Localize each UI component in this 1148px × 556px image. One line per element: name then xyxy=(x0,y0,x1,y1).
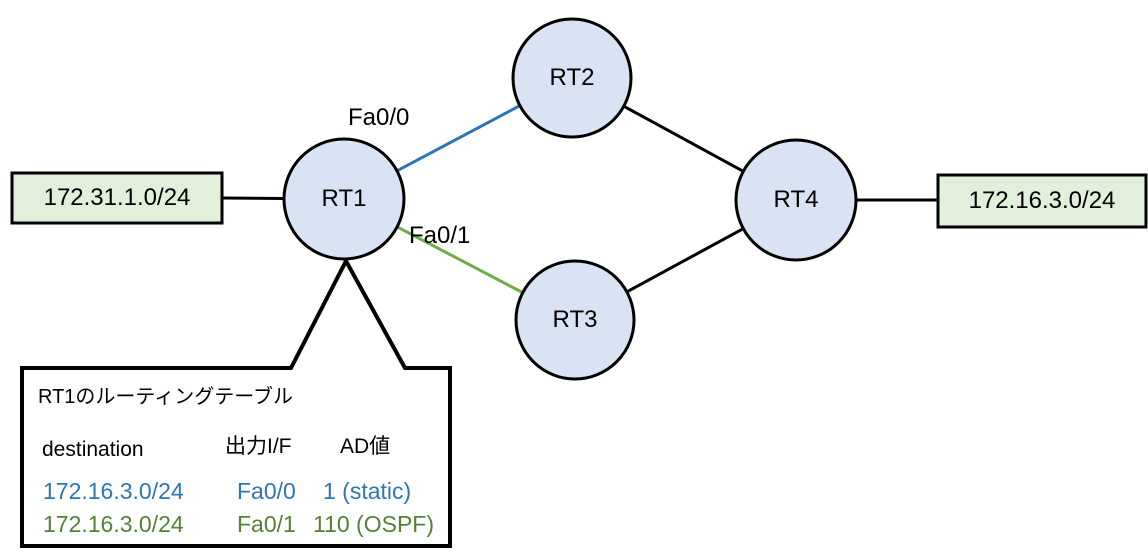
routing-table-header-interface: 出力I/F xyxy=(225,435,292,458)
router-node-rt3 xyxy=(514,259,636,381)
router-label-rt2: RT2 xyxy=(549,64,595,91)
network-left-label: 172.31.1.0/24 xyxy=(43,184,191,211)
interface-label-fa0-0: Fa0/0 xyxy=(348,104,410,131)
network-box-right xyxy=(936,173,1148,229)
routing-row-ospf-ad: 110 (OSPF) xyxy=(313,511,434,537)
router-label-rt4: RT4 xyxy=(773,186,819,213)
router-label-rt3: RT3 xyxy=(552,306,598,333)
routing-row-static-interface: Fa0/0 xyxy=(237,478,296,504)
router-node-rt2 xyxy=(511,17,633,139)
router-node-rt1 xyxy=(282,137,406,261)
network-box-left xyxy=(10,171,224,225)
routing-table-callout-box xyxy=(20,256,452,548)
router-label-rt1: RT1 xyxy=(321,185,367,212)
routing-row-static-ad: 1 (static) xyxy=(323,478,412,504)
router-node-rt4 xyxy=(734,138,858,262)
network-right-label: 172.16.3.0/24 xyxy=(968,187,1116,214)
routing-row-ospf-interface: Fa0/1 xyxy=(237,511,296,537)
interface-label-fa0-1: Fa0/1 xyxy=(409,222,471,249)
routing-table-title: RT1のルーティングテーブル xyxy=(38,386,294,408)
routing-row-static-destination: 172.16.3.0/24 xyxy=(43,478,184,504)
routing-row-ospf-destination: 172.16.3.0/24 xyxy=(43,511,184,537)
routing-table-header-ad: AD値 xyxy=(340,435,391,458)
routing-table-header-destination: destination xyxy=(42,438,144,461)
